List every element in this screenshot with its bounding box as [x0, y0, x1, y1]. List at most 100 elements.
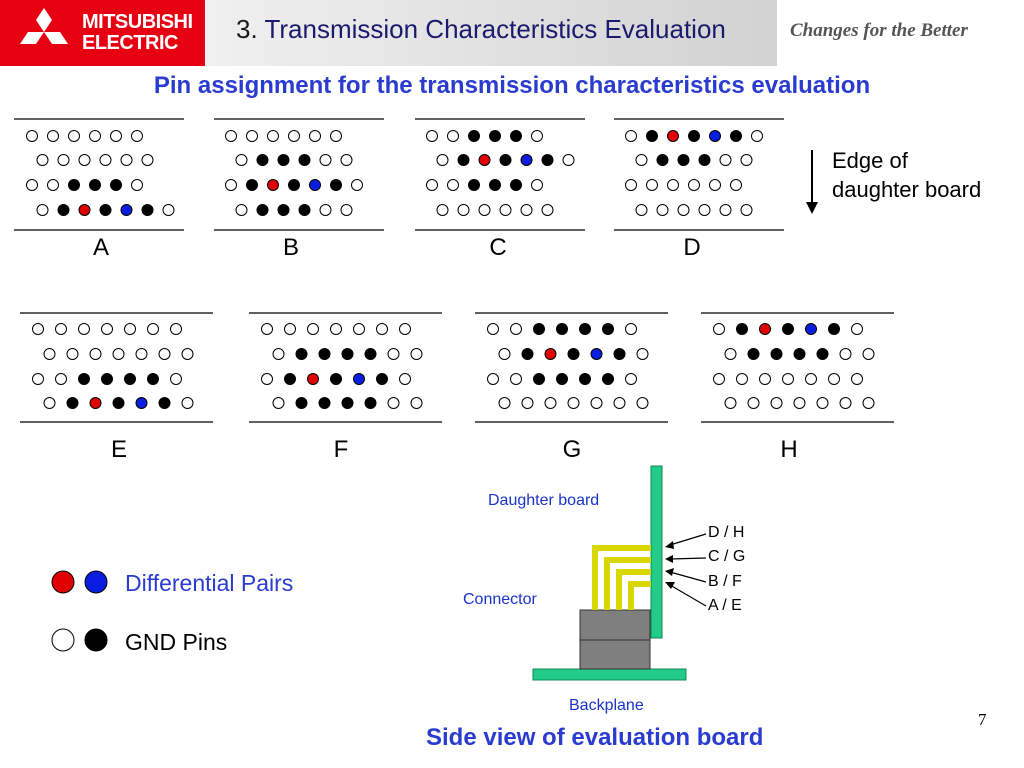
- open-pin: [43, 348, 56, 360]
- open-pin: [447, 130, 459, 142]
- open-pin: [636, 348, 649, 360]
- gnd-pin: [747, 348, 760, 360]
- gnd-pin: [141, 204, 154, 216]
- open-pin: [36, 204, 49, 216]
- open-pin: [399, 373, 411, 385]
- gnd-pin: [489, 130, 501, 142]
- open-pin: [625, 323, 637, 335]
- open-pin: [713, 373, 725, 385]
- open-pin: [740, 154, 753, 166]
- open-pin: [457, 204, 470, 216]
- open-pin: [677, 204, 690, 216]
- open-pin: [751, 130, 763, 142]
- open-pin: [656, 204, 669, 216]
- gnd-pin: [330, 179, 342, 191]
- open-pin: [235, 154, 248, 166]
- open-pin: [544, 397, 557, 409]
- pin-patterns: [14, 118, 894, 423]
- pattern-label-c: C: [489, 234, 507, 261]
- diff-red-pin: [89, 397, 102, 409]
- open-pin: [625, 179, 637, 191]
- open-pin: [351, 179, 363, 191]
- open-pin: [66, 348, 79, 360]
- open-pin: [698, 204, 711, 216]
- open-pin: [131, 179, 143, 191]
- open-pin: [426, 179, 438, 191]
- gnd-pin: [567, 348, 580, 360]
- section-number: 3.: [236, 14, 258, 44]
- open-pin: [541, 204, 554, 216]
- open-pin: [170, 373, 182, 385]
- three-diamonds-icon: [14, 8, 68, 56]
- open-pin: [410, 348, 423, 360]
- open-pin: [520, 204, 533, 216]
- open-pin: [747, 397, 760, 409]
- edge-of-daughter-board-label: Edge of daughter board: [832, 146, 981, 204]
- open-pin: [521, 397, 534, 409]
- open-pin: [340, 204, 353, 216]
- open-pin: [688, 179, 700, 191]
- diff-red-pin: [267, 179, 279, 191]
- open-pin: [426, 130, 438, 142]
- open-pin: [770, 397, 783, 409]
- open-pin: [162, 204, 175, 216]
- open-pin: [498, 397, 511, 409]
- gnd-pin: [246, 179, 258, 191]
- open-pin: [330, 323, 342, 335]
- open-pin: [436, 154, 449, 166]
- open-pin: [36, 154, 49, 166]
- gnd-pin: [541, 154, 554, 166]
- pin-pattern-h: [701, 312, 894, 423]
- gnd-pin: [284, 373, 296, 385]
- side-view-diagram: [532, 465, 707, 681]
- gnd-pin: [533, 323, 545, 335]
- open-pin: [101, 323, 113, 335]
- diff-red-pin: [544, 348, 557, 360]
- gnd-pin: [57, 204, 70, 216]
- pattern-label-f: F: [333, 436, 349, 463]
- open-pin: [625, 130, 637, 142]
- gnd-pin: [298, 154, 311, 166]
- open-pin: [55, 373, 67, 385]
- backplane-label: Backplane: [569, 697, 644, 714]
- position-label-bf: B / F: [708, 573, 742, 590]
- open-pin: [436, 204, 449, 216]
- legend-gnd-pins: GND Pins: [125, 629, 228, 655]
- gnd-pin: [556, 373, 568, 385]
- open-pin: [793, 397, 806, 409]
- open-pin: [740, 204, 753, 216]
- pattern-label-g: G: [562, 436, 582, 463]
- gnd-pin: [298, 204, 311, 216]
- legend-red-pin-icon: [51, 570, 75, 594]
- gnd-pin: [110, 179, 122, 191]
- open-pin: [387, 397, 400, 409]
- open-pin: [235, 204, 248, 216]
- open-pin: [225, 130, 237, 142]
- open-pin: [319, 154, 332, 166]
- brand-logo: MITSUBISHI ELECTRIC: [0, 0, 205, 66]
- open-pin: [110, 130, 122, 142]
- side-view-title: Side view of evaluation board: [426, 724, 764, 751]
- diff-blue-pin: [120, 204, 133, 216]
- open-pin: [78, 154, 91, 166]
- gnd-pin: [730, 130, 742, 142]
- open-pin: [68, 130, 80, 142]
- gnd-pin: [66, 397, 79, 409]
- open-pin: [284, 323, 296, 335]
- diff-blue-pin: [135, 397, 148, 409]
- diff-red-pin: [307, 373, 319, 385]
- diff-red-pin: [667, 130, 679, 142]
- gnd-pin: [770, 348, 783, 360]
- open-pin: [410, 397, 423, 409]
- gnd-pin: [613, 348, 626, 360]
- open-pin: [32, 323, 44, 335]
- pattern-label-d: D: [683, 234, 701, 261]
- open-pin: [89, 348, 102, 360]
- open-pin: [120, 154, 133, 166]
- gnd-pin: [698, 154, 711, 166]
- gnd-pin: [793, 348, 806, 360]
- open-pin: [759, 373, 771, 385]
- open-pin: [141, 154, 154, 166]
- position-label-ae: A / E: [708, 597, 742, 614]
- gnd-pin: [457, 154, 470, 166]
